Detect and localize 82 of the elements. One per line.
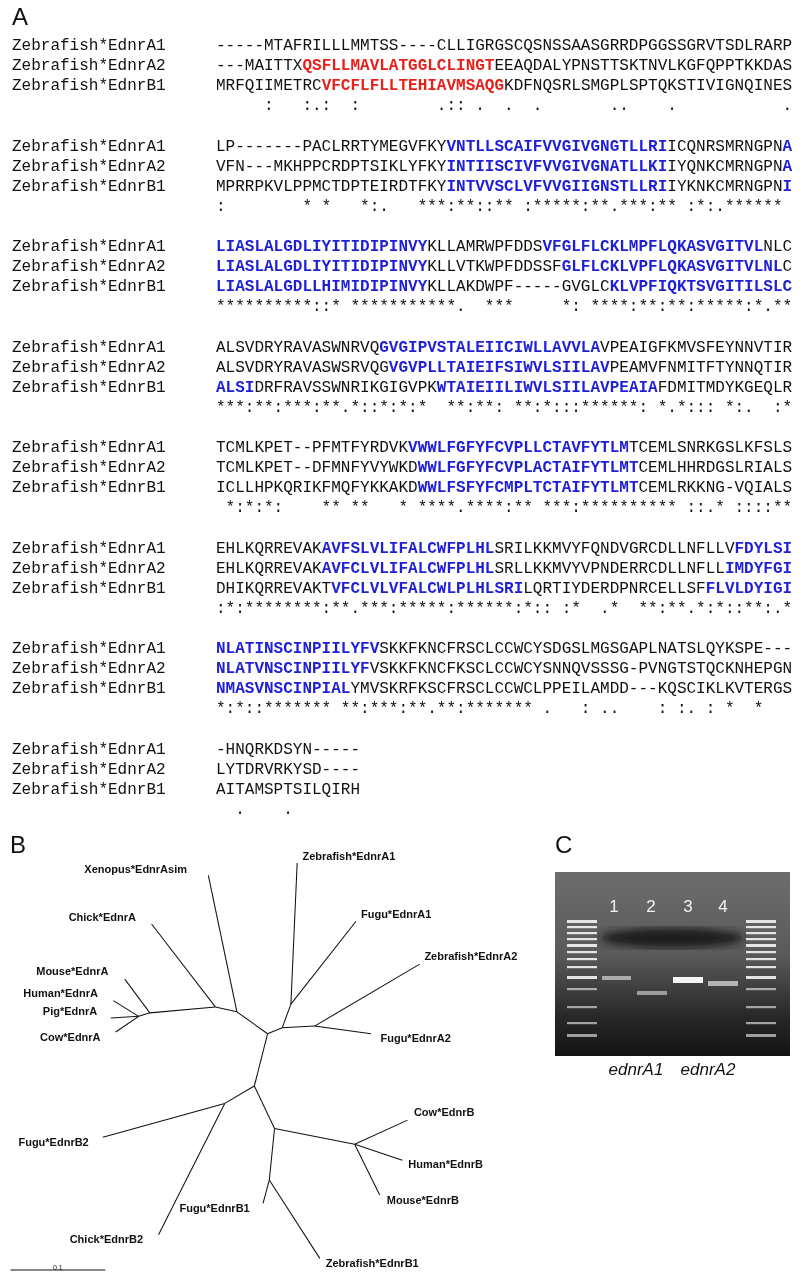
sequence-name: Zebrafish*EdnrB1	[12, 76, 166, 96]
sequence-line: NLATINSCINPIILYFVSKKFKNCFRSCLCCWCYSDGSLMGSGAPLNATSLQYKSPE---	[216, 639, 793, 659]
taxon-label: Cow*EdnrB	[413, 1106, 475, 1120]
taxon-label: Chick*EdnrB2	[69, 1232, 144, 1246]
lane-number: 2	[646, 897, 656, 916]
conservation-line: . .	[234, 800, 293, 820]
sequence-line: VFN---MKHPPCRDPTSIKLYFKYINTIISCIVFVVGIVGNATLLKIIYQNKCMRNGPNA	[216, 157, 793, 177]
sequence-line: LIASLALGDLIYITIDIPINVYKLLAMRWPFDDSVFGLFLCKLMPFLQKASVGITVLNLC	[216, 237, 793, 257]
panel-letter: C	[555, 832, 573, 858]
conservation-line: : :.: : .:: . . . .. . .	[263, 96, 793, 116]
panel-letter: B	[10, 832, 26, 858]
sequence-name: Zebrafish*EdnrB1	[12, 378, 166, 398]
taxon-label: Zebrafish*EdnrB1	[325, 1256, 419, 1270]
sequence-line: DHIKQRREVAKTVFCLVLVFALCWLPLHLSRILQRTIYDERDPNRCELLSFFLVLDYIGI	[216, 579, 793, 599]
taxon-label: Zebrafish*EdnrA1	[302, 849, 396, 863]
sequence-line: NMASVNSCINPIALYMVSKRFKSCFRSCLCCWCLPPEILAMDD---KQSCIKLKVTERGS	[216, 679, 793, 699]
conservation-line: ***:**:***:**.*::*:*:* **:**: **:*:::******: *.*::: *:. :*	[216, 398, 793, 418]
taxon-label: Fugu*EdnrB1	[179, 1201, 250, 1215]
sequence-name: Zebrafish*EdnrB1	[12, 177, 166, 197]
taxon-label: Human*EdnrB	[408, 1158, 483, 1171]
sequence-name: Zebrafish*EdnrA1	[12, 438, 166, 458]
conservation-line: **********::* ***********. *** *: ****:**:**:*****:*.**	[216, 297, 793, 317]
sequence-line: MPRRPKVLPPMCTDPTEIRDTFKYINTVVSCLVFVVGIIGNSTLLRIIYKNKCMRNGPNI	[216, 177, 793, 197]
sequence-line: ICLLHPKQRIKFMQFYKKAKDWWLFSFYFCMPLTCTAIFYTLMTCEMLRKKNG-VQIALS	[216, 478, 793, 498]
sequence-line: LYTDRVRKYSD----	[216, 760, 361, 780]
sequence-name: Zebrafish*EdnrA1	[12, 36, 166, 56]
sequence-name: Zebrafish*EdnrB1	[12, 780, 166, 800]
sequence-name: Zebrafish*EdnrA2	[12, 358, 166, 378]
sequence-name: Zebrafish*EdnrB1	[12, 579, 166, 599]
sequence-name: Zebrafish*EdnrA2	[12, 559, 166, 579]
conservation-line: : * * *:. ***:**::** :*****:**.***:** :*:.******	[216, 197, 783, 217]
lane-number: 3	[683, 897, 693, 916]
sequence-line: ALSVDRYRAVASWNRVQGVGIPVSTALEIICIWLLAVVLAVPEAIGFKMVSFEYNNVTIR	[216, 338, 793, 358]
sequence-name: Zebrafish*EdnrA1	[12, 137, 166, 157]
conservation-line: *:*::******* **:***:**.**:******* . : .. : :. : * *	[216, 699, 764, 719]
sequence-line: AITAMSPTSILQIRH	[216, 780, 361, 800]
taxon-label: Cow*EdnrA	[40, 1030, 101, 1044]
lane-number: 4	[718, 897, 728, 916]
taxon-label: Xenopus*EdnrAsim	[84, 862, 187, 876]
sequence-line: NLATVNSCINPIILYFVSKKFKNCFKSCLCCWCYSNNQVSSSG-PVNGTSTQCKNHEPGN	[216, 659, 793, 679]
sequence-line: ALSVDRYRAVASWSRVQGVGVPLLTAIEIFSIWVLSIILAVPEAMVFNMITFTYNNQTIR	[216, 358, 793, 378]
sequence-name: Zebrafish*EdnrA2	[12, 760, 166, 780]
sequence-name: Zebrafish*EdnrA2	[12, 458, 166, 478]
panel-letter: A	[12, 4, 28, 30]
taxon-label: Zebrafish*EdnrA2	[424, 949, 518, 963]
sequence-name: Zebrafish*EdnrB1	[12, 478, 166, 498]
sequence-line: TCMLKPET--PFMTFYRDVKVWWLFGFYFCVPLLCTAVFYTLMTCEMLSNRKGSLKFSLS	[216, 438, 793, 458]
gene-label: ednrA2	[680, 1060, 736, 1080]
sequence-line: MRFQIIMETRCVFCFLFLLTEHIAVMSAQGKDFNQSRLSMGPLSPTQKSTIVIGNQINES	[216, 76, 793, 96]
sequence-name: Zebrafish*EdnrB1	[12, 277, 166, 297]
conservation-line: :*:********:**.***:*****:******:*:: :* .* **:**.*:*::**:.*	[216, 599, 793, 619]
sequence-name: Zebrafish*EdnrA2	[12, 157, 166, 177]
taxon-label: Fugu*EdnrA2	[380, 1031, 451, 1045]
taxon-label: Fugu*EdnrA1	[360, 907, 432, 921]
sequence-name: Zebrafish*EdnrA1	[12, 237, 166, 257]
conservation-line: *:*:*: ** ** * ****.****:** ***:********** ::.* ::::**	[224, 498, 793, 518]
taxon-label: Fugu*EdnrB2	[18, 1136, 89, 1150]
taxon-label: Mouse*EdnrB	[386, 1193, 459, 1207]
lane-number: 1	[609, 897, 619, 916]
taxon-label: Human*EdnrA	[23, 986, 98, 1000]
sequence-name: Zebrafish*EdnrA1	[12, 338, 166, 358]
gene-label: ednrA1	[608, 1060, 664, 1080]
sequence-name: Zebrafish*EdnrB1	[12, 679, 166, 699]
taxon-label: Mouse*EdnrA	[36, 965, 109, 979]
sequence-line: -----MTAFRILLLMMTSS----CLLIGRGSCQSNSSAASGRRDPGGSSGRVTSDLRARP	[216, 36, 793, 56]
sequence-line: LP-------PACLRRTYMEGVFKYVNTLLSCAIFVVGIVGNGTLLRIICQNRSMRNGPNA	[216, 137, 793, 157]
sequence-name: Zebrafish*EdnrA1	[12, 740, 166, 760]
sequence-name: Zebrafish*EdnrA1	[12, 639, 166, 659]
sequence-name: Zebrafish*EdnrA2	[12, 659, 166, 679]
sequence-line: TCMLKPET--DFMNFYVYWKDWWLFGFYFCVPLACTAIFYTLMTCEMLHHRDGSLRIALS	[216, 458, 793, 478]
sequence-line: -HNQRKDSYN-----	[216, 740, 361, 760]
sequence-line: LIASLALGDLIYITIDIPINVYKLLVTKWPFDDSSFGLFLCKLVPFLQKASVGITVLNLC	[216, 257, 793, 277]
sequence-name: Zebrafish*EdnrA2	[12, 257, 166, 277]
taxon-label: Pig*EdnrA	[42, 1004, 98, 1018]
sequence-line: ---MAITTXQSFLLMAVLATGGLCLINGTEEAQDALYPNSTTSKTNVLKGFQPPTKKDAS	[216, 56, 793, 76]
sequence-line: LIASLALGDLLHIMIDIPINVYKLLAKDWPF-----GVGLCKLVPFIQKTSVGITILSLC	[216, 277, 793, 297]
sequence-name: Zebrafish*EdnrA1	[12, 539, 166, 559]
sequence-name: Zebrafish*EdnrA2	[12, 56, 166, 76]
sequence-line: ALSIDRFRAVSSWNRIKGIGVPKWTAIEIILIWVLSIILAVPEAIAFDMITMDYKGEQLR	[216, 378, 793, 398]
taxon-label: Chick*EdnrA	[68, 910, 136, 924]
sequence-line: EHLKQRREVAKAVFSLVLIFALCWFPLHLSRILKKMVYFQNDVGRCDLLNFLLVFDYLSI	[216, 539, 793, 559]
sequence-line: EHLKQRREVAKAVFCLVLIFALCWFPLHLSRLLKKMVYVPNDERRCDLLNFLLIMDYFGI	[216, 559, 793, 579]
